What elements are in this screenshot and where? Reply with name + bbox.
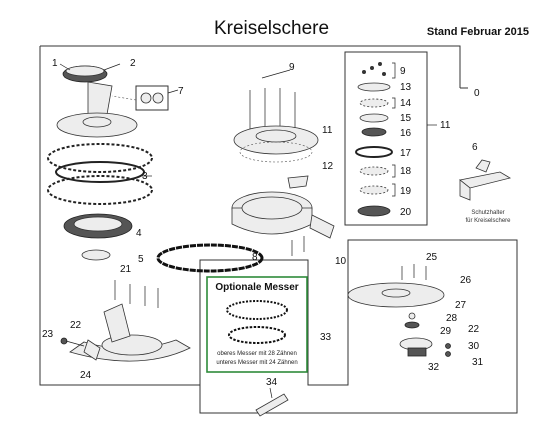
callout-15: 15 (400, 113, 412, 124)
page-title: Kreiselschere (213, 18, 330, 39)
optional-upper-caption: oberes Messer mit 28 Zähnen (217, 351, 297, 357)
callout-9-list: 9 (400, 66, 406, 77)
callout-2: 2 (130, 58, 136, 69)
callout-22-right: 22 (468, 324, 480, 335)
holder-bracket: Schutzhalter für Kreiselschere (459, 159, 511, 224)
callout-19: 19 (400, 186, 412, 197)
base-housing (231, 191, 335, 239)
callout-34: 34 (266, 377, 278, 388)
callout-28: 28 (446, 313, 458, 324)
optional-box-title: Optionale Messer (215, 282, 298, 293)
revision-date: Stand Februar 2015 (426, 26, 529, 38)
callout-29: 29 (440, 326, 452, 337)
handle-part (59, 63, 121, 121)
parts-column (355, 62, 396, 217)
callout-11-list: 11 (440, 120, 451, 131)
callout-4: 4 (136, 228, 142, 239)
assembly-frame (39, 45, 518, 414)
grease-tube (255, 387, 289, 417)
lower-plate (63, 213, 133, 239)
callout-9: 9 (289, 62, 295, 73)
snap-ring (156, 243, 264, 273)
bolts-9 (249, 69, 296, 132)
callout-26: 26 (460, 275, 472, 286)
callout-8: 8 (252, 252, 258, 263)
callout-0: 0 (474, 88, 480, 99)
callout-22: 22 (70, 320, 82, 331)
callout-12: 12 (322, 161, 334, 172)
callout-7: 7 (178, 86, 184, 97)
blade-stack (47, 143, 153, 205)
callout-31: 31 (472, 357, 484, 368)
top-disc (56, 112, 138, 138)
callout-10: 10 (335, 256, 347, 267)
lower-left-assembly (60, 280, 191, 362)
gasket-12 (287, 175, 309, 189)
callout-32: 32 (428, 362, 440, 373)
callout-25: 25 (426, 252, 438, 263)
callout-23: 23 (42, 329, 54, 340)
holder-caption-line1: Schutzhalter (471, 210, 504, 216)
callout-30: 30 (468, 341, 480, 352)
callout-27: 27 (455, 300, 467, 311)
callout-24: 24 (80, 370, 92, 381)
callout-16: 16 (400, 128, 412, 139)
callout-33: 33 (320, 332, 332, 343)
callout-18: 18 (400, 166, 412, 177)
callout-20: 20 (400, 207, 412, 218)
callout-5: 5 (138, 254, 144, 265)
callout-11: 11 (322, 125, 333, 136)
holder-caption-line2: für Kreiselschere (465, 218, 511, 224)
callout-13: 13 (400, 82, 412, 93)
callout-17: 17 (400, 148, 412, 159)
callout-3: 3 (142, 171, 148, 182)
callout-14: 14 (400, 98, 412, 109)
lower-right-assembly (347, 264, 451, 357)
clip-part (81, 249, 111, 261)
part-7-detail (111, 85, 179, 111)
optional-blades-box: Optionale Messer oberes Messer mit 28 Zä… (206, 276, 308, 373)
callout-21: 21 (120, 264, 132, 275)
optional-lower-caption: unteres Messer mit 24 Zähnen (216, 360, 297, 366)
part-list-box (344, 51, 428, 226)
callout-6: 6 (472, 142, 478, 153)
callout-1: 1 (52, 58, 58, 69)
gear-housing-11 (233, 125, 319, 163)
screws-10 (291, 236, 305, 256)
